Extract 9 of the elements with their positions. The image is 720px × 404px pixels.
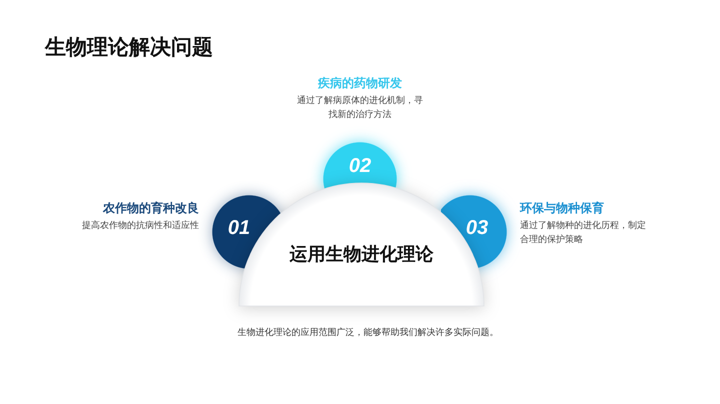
item-description: 通过了解病原体的进化机制，寻找新的治疗方法 <box>296 94 424 122</box>
item-heading: 疾病的药物研发 <box>318 75 402 92</box>
slide-title: 生物理论解决问题 <box>45 34 213 60</box>
item-heading: 农作物的育种改良 <box>103 200 199 217</box>
item-description: 通过了解物种的进化历程，制定合理的保护策略 <box>520 220 647 247</box>
dome-title: 运用生物进化理论 <box>290 244 434 266</box>
summary-text: 生物进化理论的应用范围广泛，能够帮助我们解决许多实际问题。 <box>238 326 498 340</box>
item-heading: 环保与物种保育 <box>520 200 604 217</box>
item-description: 提高农作物的抗病性和适应性 <box>82 220 199 233</box>
